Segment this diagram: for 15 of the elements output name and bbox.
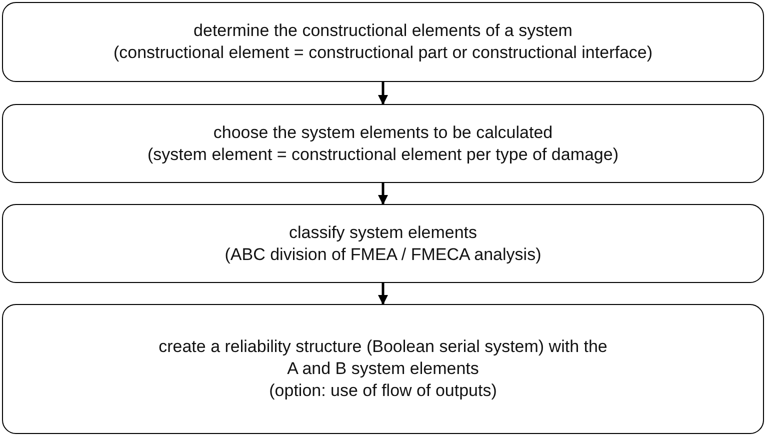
arrow [378, 183, 388, 205]
step-note: (system element = constructional element per type of damage) [147, 144, 619, 166]
process-box [2, 304, 764, 434]
step-note: (constructional element = constructional part or constructional interface) [113, 42, 653, 64]
process-box [2, 104, 764, 183]
step-text: classify system elements [289, 222, 477, 244]
arrow [378, 283, 388, 305]
step-text: determine the constructional elements of a system [194, 20, 572, 42]
step-note: (option: use of flow of outputs) [269, 380, 497, 402]
step-note: (ABC division of FMEA / FMECA analysis) [224, 244, 542, 266]
step-text: choose the system elements to be calculated [213, 122, 553, 144]
step-text: create a reliability structure (Boolean serial system) with the A and B system elements [158, 336, 608, 380]
arrow [378, 82, 388, 105]
process-box [2, 204, 764, 283]
process-box [2, 2, 764, 82]
